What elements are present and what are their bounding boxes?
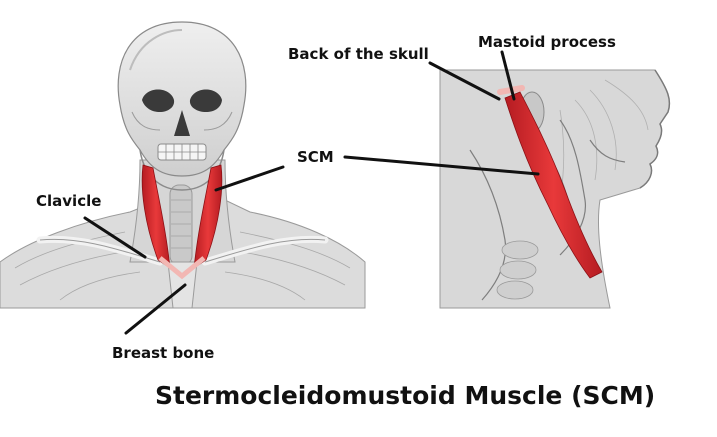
side-scm: [504, 91, 603, 279]
side-view-figure: [439, 69, 671, 309]
label-breast-bone: Breast bone: [112, 344, 215, 362]
pointer-lines: [83, 50, 540, 335]
front-view-figure: [0, 21, 366, 309]
label-clavicle: Clavicle: [36, 192, 102, 210]
label-mastoid-process: Mastoid process: [478, 33, 616, 51]
pointer-scm-front: [214, 165, 285, 192]
pointer-scm-side: [343, 155, 540, 176]
label-scm: SCM: [297, 148, 334, 166]
front-skull: [117, 21, 247, 177]
front-trachea: [169, 184, 193, 266]
front-nasal-cavity: [174, 110, 190, 136]
front-eye-socket-left: [142, 89, 175, 113]
pointer-clavicle: [83, 216, 147, 259]
pointer-breast-bone: [124, 283, 187, 335]
diagram-title: Stermocleidomustoid Muscle (SCM): [155, 381, 656, 410]
front-eye-socket-right: [189, 89, 222, 113]
pointer-back-of-skull: [428, 61, 501, 101]
label-back-of-the-skull: Back of the skull: [288, 45, 429, 63]
pointer-mastoid-process: [500, 50, 516, 101]
